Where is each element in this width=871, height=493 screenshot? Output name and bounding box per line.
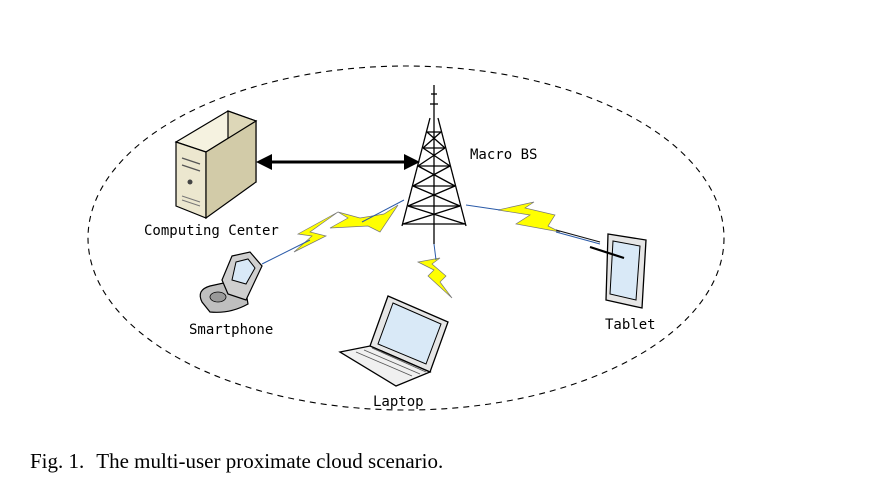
wireless-link-laptop (416, 243, 453, 299)
figure-caption: Fig. 1. The multi-user proximate cloud sc… (30, 449, 443, 474)
computing-center-label: Computing Center (144, 223, 279, 239)
wireless-link-smartphone (261, 199, 405, 265)
coverage-area-ellipse (87, 65, 725, 411)
macro-bs-label: Macro BS (470, 147, 538, 163)
laptop-icon (338, 295, 449, 387)
caption-text: The multi-user proximate cloud scenario. (96, 449, 444, 473)
laptop-label: Laptop (373, 394, 424, 410)
cell-tower-icon (401, 85, 467, 244)
wireless-link-tablet (465, 201, 601, 245)
server-icon (174, 110, 258, 220)
wired-link-arrow (256, 154, 420, 170)
network-diagram (87, 65, 725, 411)
tablet-label: Tablet (605, 317, 656, 333)
smartphone-label: Smartphone (189, 322, 274, 338)
tablet-icon (589, 233, 647, 309)
figure-number: Fig. 1. (30, 449, 85, 473)
smartphone-icon (199, 251, 263, 313)
